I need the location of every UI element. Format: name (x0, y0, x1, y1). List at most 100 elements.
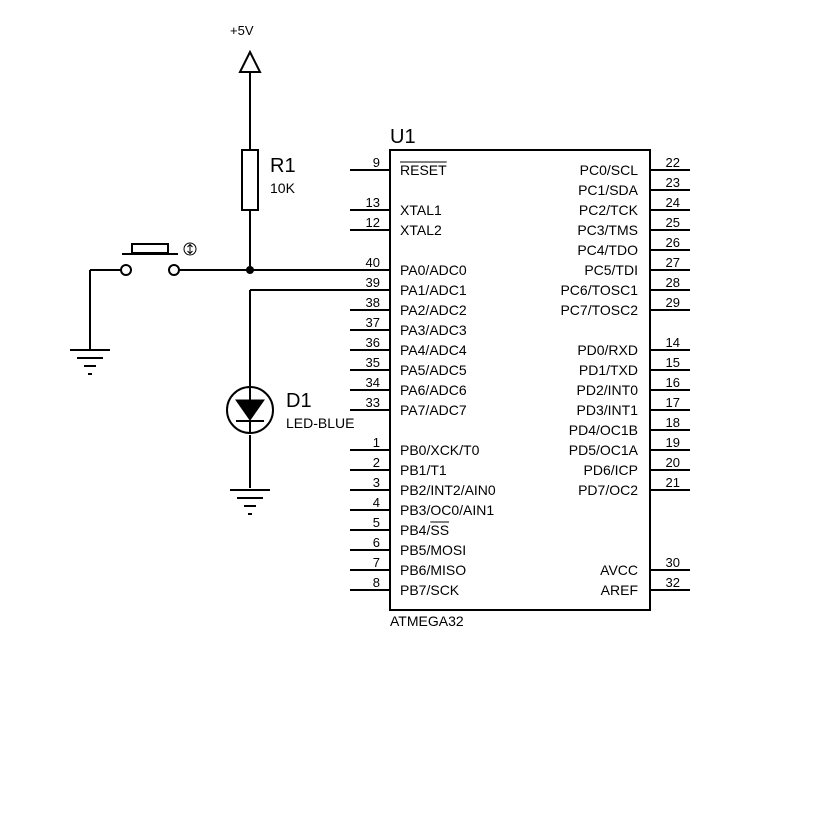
pin-name: PA0/ADC0 (400, 262, 467, 278)
pin-name: PD6/ICP (584, 462, 638, 478)
pin-name: PB4/SS (400, 522, 449, 538)
chip-pin: 14 PD0/RXD (577, 335, 690, 358)
pin-name: PC6/TOSC1 (560, 282, 638, 298)
pin-name: PC0/SCL (580, 162, 639, 178)
resistor-value: 10K (270, 180, 296, 196)
chip-ref: U1 (390, 126, 416, 148)
pin-name: PB2/INT2/AIN0 (400, 482, 496, 498)
pin-number: 17 (666, 395, 680, 410)
power-arrow-icon (238, 49, 262, 73)
chip-pin: 38 PA2/ADC2 (350, 295, 467, 318)
pin-number: 22 (666, 155, 680, 170)
pin-number: 39 (366, 275, 380, 290)
pin-name: PA7/ADC7 (400, 402, 467, 418)
pin-name: RESET (400, 162, 447, 178)
pin-name: PD0/RXD (577, 342, 638, 358)
pin-name: PC7/TOSC2 (560, 302, 638, 318)
pin-number: 33 (366, 395, 380, 410)
chip-pin: 8 PB7/SCK (350, 575, 460, 598)
led-value: LED-BLUE (286, 415, 354, 431)
pin-number: 28 (666, 275, 680, 290)
chip-pin: 16 PD2/INT0 (577, 375, 690, 398)
pin-number: 3 (373, 475, 380, 490)
pin-name: PD3/INT1 (577, 402, 639, 418)
pin-name: PD7/OC2 (578, 482, 638, 498)
power-label: +5V (230, 23, 254, 38)
pin-name: PA4/ADC4 (400, 342, 467, 358)
pin-name: PA3/ADC3 (400, 322, 467, 338)
pin-name: PB7/SCK (400, 582, 460, 598)
wires (178, 210, 350, 488)
chip-part: ATMEGA32 (390, 613, 464, 629)
chip-pin: 20 PD6/ICP (584, 455, 690, 478)
pin-number: 20 (666, 455, 680, 470)
push-button (89, 242, 197, 350)
pin-name: PD5/OC1A (569, 442, 639, 458)
chip-pin: 37 PA3/ADC3 (350, 315, 467, 338)
chip-pin: 22 PC0/SCL (580, 155, 690, 178)
pin-number: 37 (366, 315, 380, 330)
ground-icon (230, 489, 270, 515)
resistor-ref: R1 (270, 155, 296, 177)
pin-name: PB5/MOSI (400, 542, 466, 558)
chip-pin: 3 PB2/INT2/AIN0 (350, 475, 496, 498)
pin-number: 8 (373, 575, 380, 590)
pin-number: 38 (366, 295, 380, 310)
pin-name: AREF (601, 582, 638, 598)
power-terminal: +5V (230, 23, 262, 150)
pin-number: 2 (373, 455, 380, 470)
pin-name: PD1/TXD (579, 362, 638, 378)
chip-pin: 18 PD4/OC1B (569, 415, 690, 438)
pin-number: 14 (666, 335, 680, 350)
pin-name: PB1/T1 (400, 462, 447, 478)
junction-dot (246, 266, 254, 274)
pin-name: PC4/TDO (577, 242, 638, 258)
pin-number: 27 (666, 255, 680, 270)
pin-number: 12 (366, 215, 380, 230)
pin-number: 24 (666, 195, 680, 210)
pin-name: AVCC (600, 562, 638, 578)
pin-name: PB6/MISO (400, 562, 466, 578)
chip-pin: 6 PB5/MOSI (350, 535, 466, 558)
pin-number: 13 (366, 195, 380, 210)
resistor-r1: R1 10K (241, 149, 296, 211)
chip-pin: 24 PC2/TCK (579, 195, 690, 218)
pin-number: 36 (366, 335, 380, 350)
chip-pin: 7 PB6/MISO (350, 555, 466, 578)
pin-number: 6 (373, 535, 380, 550)
chip-pin: 19 PD5/OC1A (569, 435, 690, 458)
chip-pin: 17 PD3/INT1 (577, 395, 690, 418)
pin-name: PA2/ADC2 (400, 302, 467, 318)
pin-name: PD2/INT0 (577, 382, 639, 398)
pin-number: 25 (666, 215, 680, 230)
pin-name: PC2/TCK (579, 202, 639, 218)
pin-number: 9 (373, 155, 380, 170)
chip-pins-right: 22PC0/SCL23PC1/SDA24PC2/TCK25PC3/TMS26PC… (560, 155, 690, 598)
pin-name: PD4/OC1B (569, 422, 638, 438)
pin-name: PB3/OC0/AIN1 (400, 502, 494, 518)
pin-number: 16 (666, 375, 680, 390)
pin-number: 7 (373, 555, 380, 570)
pin-number: 18 (666, 415, 680, 430)
chip-body (389, 149, 651, 611)
pin-name: PB0/XCK/T0 (400, 442, 480, 458)
pin-number: 19 (666, 435, 680, 450)
led-d1: D1 LED-BLUE (226, 386, 354, 434)
pin-number: 35 (366, 355, 380, 370)
resistor-body (241, 149, 259, 211)
